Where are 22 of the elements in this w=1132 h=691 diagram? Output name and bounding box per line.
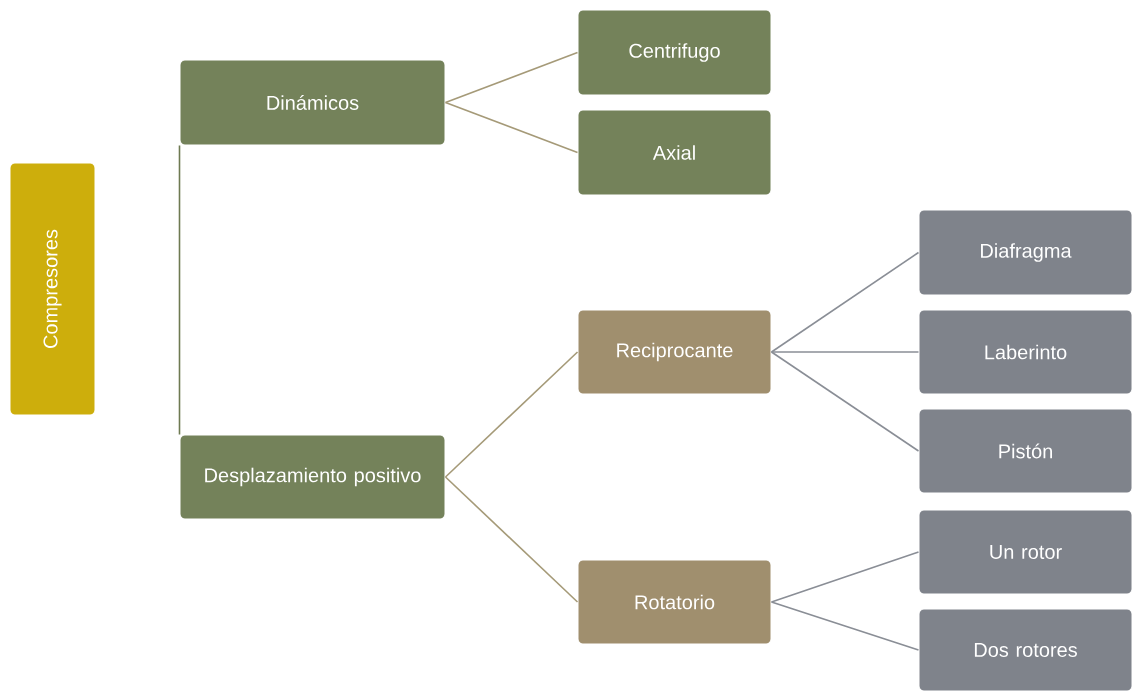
connector-line xyxy=(770,351,920,452)
category-box: Laberinto xyxy=(918,309,1132,395)
category-box: Un rotor xyxy=(918,509,1132,595)
category-box: Dos rotores xyxy=(918,608,1132,691)
category-box: Centrifugo xyxy=(577,9,772,96)
category-box: Axial xyxy=(577,109,772,196)
category-box: Rotatorio xyxy=(577,559,772,645)
category-box: Pistón xyxy=(918,408,1132,494)
category-box: Reciprocante xyxy=(577,309,772,395)
category-box: Diafragma xyxy=(918,209,1132,296)
connector-line xyxy=(444,476,579,603)
connector-line xyxy=(770,351,920,353)
connector-line xyxy=(444,101,579,154)
connector-line xyxy=(770,551,920,603)
connector-line xyxy=(770,251,920,353)
connector-line xyxy=(178,144,181,436)
connector-line xyxy=(444,51,579,104)
category-box: Dinámicos xyxy=(179,59,446,146)
root-box: Compresores xyxy=(9,162,96,416)
connector-line xyxy=(444,351,579,478)
category-box: Desplazamiento positivo xyxy=(179,434,446,520)
connector-line xyxy=(770,601,920,651)
